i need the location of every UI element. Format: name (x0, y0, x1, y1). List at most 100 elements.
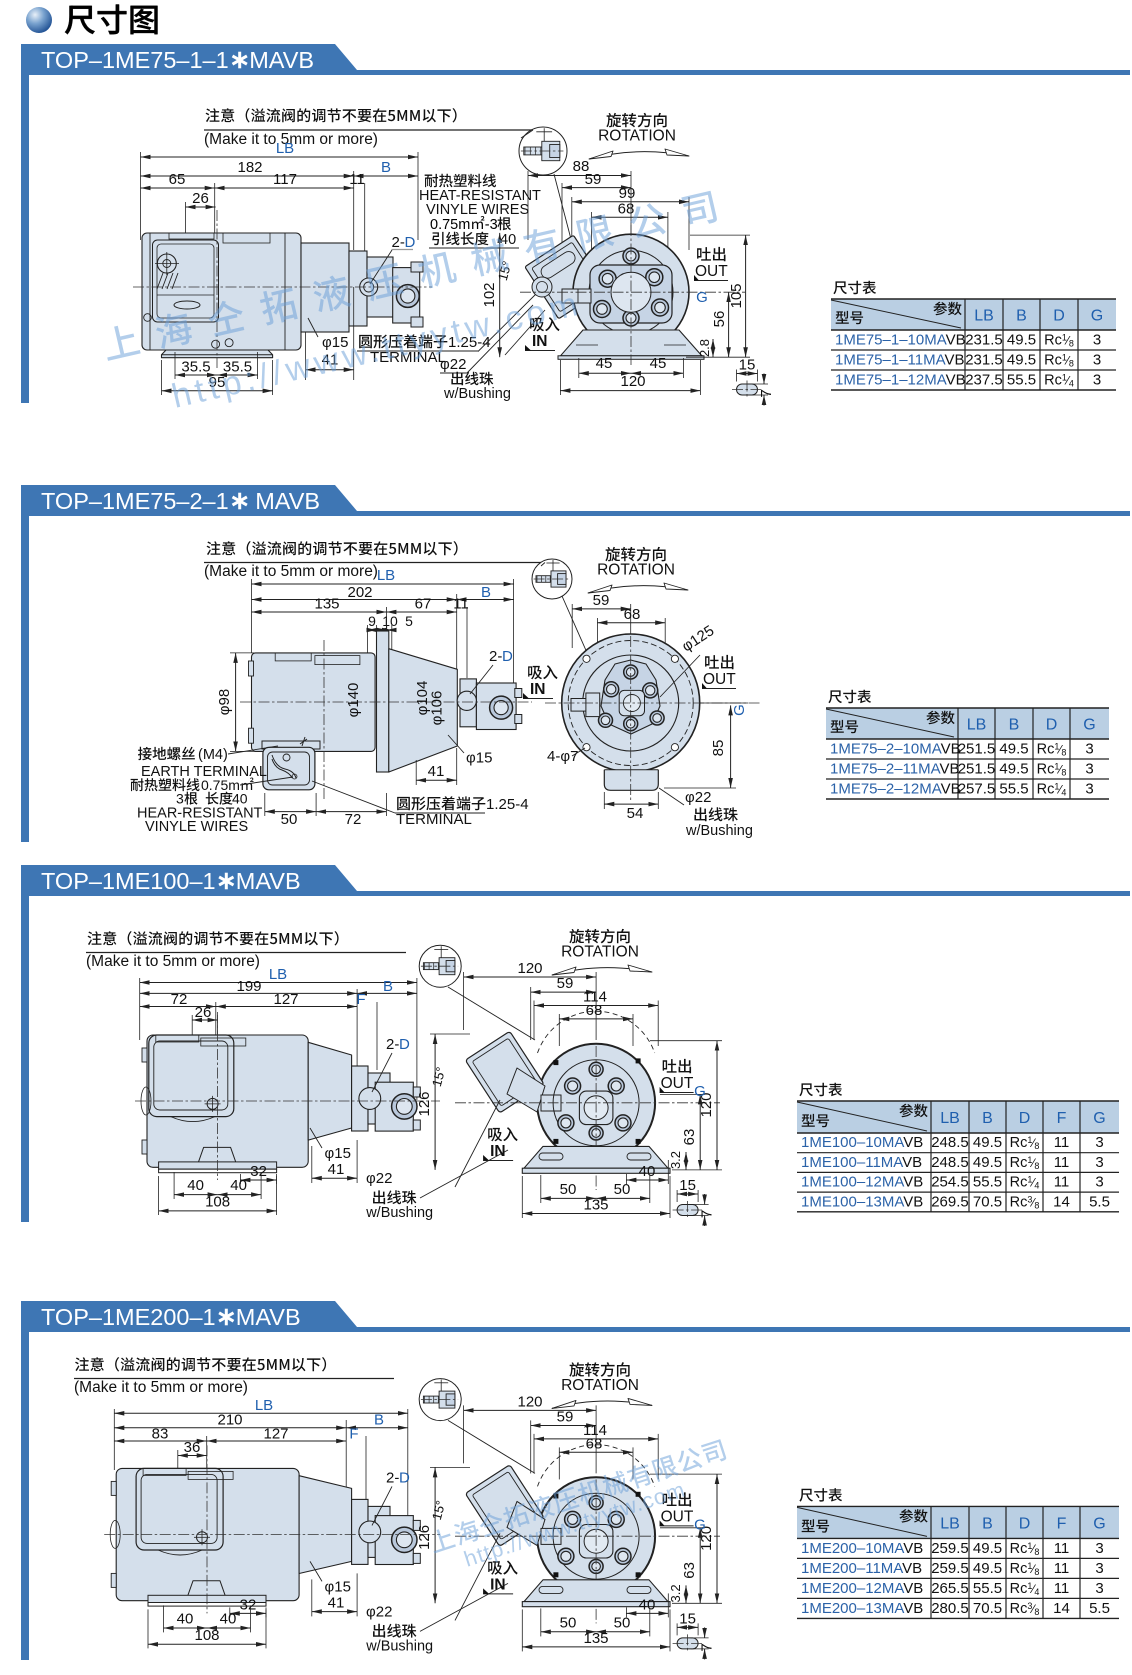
svg-text:D: D (1019, 1515, 1031, 1532)
svg-text:1ME200–12MAVB: 1ME200–12MAVB (801, 1580, 923, 1597)
svg-text:Rc1⁄8: Rc1⁄8 (1010, 1561, 1040, 1577)
svg-text:70.5: 70.5 (973, 1600, 1002, 1617)
svg-text:ROTATION: ROTATION (561, 944, 639, 961)
svg-text:Rc1⁄8: Rc1⁄8 (1037, 762, 1067, 778)
svg-text:HEAT-RESISTANT: HEAT-RESISTANT (419, 188, 541, 204)
svg-text:120: 120 (620, 373, 645, 390)
svg-text:41: 41 (328, 1161, 345, 1178)
svg-text:B: B (1016, 308, 1027, 325)
svg-text:11: 11 (1054, 1154, 1070, 1171)
svg-text:59: 59 (585, 171, 602, 188)
svg-text:231.5: 231.5 (965, 332, 1003, 349)
svg-text:108: 108 (194, 1627, 219, 1644)
svg-text:68: 68 (586, 1002, 603, 1019)
svg-text:11: 11 (1054, 1134, 1070, 1151)
svg-text:2-: 2- (386, 1036, 399, 1053)
svg-text:11: 11 (453, 596, 469, 613)
svg-text:D: D (1046, 717, 1058, 734)
svg-text:EARTH TERMINAL: EARTH TERMINAL (141, 764, 267, 780)
svg-text:1ME200–10MAVB: 1ME200–10MAVB (801, 1540, 923, 1557)
svg-text:LB: LB (967, 717, 987, 734)
svg-text:95: 95 (209, 374, 226, 391)
svg-text:Rc1⁄8: Rc1⁄8 (1037, 742, 1067, 758)
svg-text:G: G (1083, 717, 1095, 734)
svg-text:59: 59 (557, 975, 574, 992)
svg-text:11: 11 (1054, 1560, 1070, 1577)
svg-text:φ104: φ104 (414, 681, 431, 716)
svg-text:LB: LB (940, 1515, 960, 1532)
svg-text:102: 102 (481, 282, 498, 307)
svg-text:w/Bushing: w/Bushing (685, 823, 753, 839)
svg-text:w/Bushing: w/Bushing (365, 1638, 433, 1654)
svg-text:49.5: 49.5 (973, 1560, 1002, 1577)
svg-text:TERMINAL: TERMINAL (396, 811, 472, 828)
svg-text:B: B (381, 159, 391, 176)
svg-text:35.5: 35.5 (181, 359, 210, 376)
svg-text:B: B (982, 1515, 993, 1532)
svg-text:MAVB: MAVB (249, 47, 314, 73)
svg-text:1ME100–12MAVB: 1ME100–12MAVB (801, 1174, 923, 1191)
svg-text:φ140: φ140 (345, 683, 362, 718)
svg-text:40: 40 (500, 232, 516, 248)
svg-text:φ22: φ22 (685, 789, 711, 806)
svg-text:15°: 15° (429, 1499, 449, 1522)
svg-text:0.75m㎡: 0.75m㎡ (201, 777, 254, 793)
svg-text:Rc3⁄8: Rc3⁄8 (1010, 1601, 1040, 1617)
svg-text:(Make it to 5mm or more): (Make it to 5mm or more) (204, 563, 378, 580)
svg-text:0.75m㎡-3: 0.75m㎡-3 (430, 216, 498, 233)
svg-text:49.5: 49.5 (999, 741, 1028, 758)
svg-text:55.5: 55.5 (1007, 372, 1036, 389)
svg-text:114: 114 (583, 1422, 607, 1439)
svg-text:1ME200–11MAVB: 1ME200–11MAVB (801, 1560, 922, 1577)
svg-text:108: 108 (205, 1194, 230, 1211)
svg-text:35.5: 35.5 (223, 359, 252, 376)
svg-text:w/Bushing: w/Bushing (443, 386, 511, 402)
svg-text:3: 3 (1095, 1580, 1103, 1597)
svg-text:B: B (374, 1412, 384, 1429)
svg-text:1ME75–2–12MAVB: 1ME75–2–12MAVB (830, 781, 961, 798)
svg-text:45: 45 (650, 355, 667, 372)
svg-text:TOP–1ME75–2–1: TOP–1ME75–2–1 (41, 488, 229, 514)
svg-text:LB: LB (255, 1397, 273, 1414)
svg-text:φ15: φ15 (325, 1578, 351, 1595)
svg-text:B: B (383, 978, 393, 995)
svg-text:63: 63 (681, 1129, 698, 1146)
svg-text:55.5: 55.5 (973, 1580, 1002, 1597)
svg-text:D: D (405, 234, 416, 251)
svg-text:120: 120 (517, 960, 542, 977)
svg-text:F: F (1057, 1515, 1067, 1532)
svg-text:88: 88 (573, 158, 590, 175)
svg-text:1ME75–2–10MAVB: 1ME75–2–10MAVB (830, 741, 961, 758)
svg-text:ROTATION: ROTATION (597, 562, 675, 579)
svg-text:φ106: φ106 (429, 691, 446, 726)
svg-text:85: 85 (710, 740, 727, 757)
svg-text:50: 50 (560, 1614, 577, 1631)
svg-text:3.2: 3.2 (668, 1151, 683, 1169)
svg-text:(Make it to 5mm or more): (Make it to 5mm or more) (86, 953, 260, 970)
svg-text:D: D (502, 648, 513, 665)
svg-text:OUT: OUT (695, 263, 728, 280)
svg-text:3: 3 (1095, 1174, 1103, 1191)
svg-text:LB: LB (974, 308, 994, 325)
svg-text:59: 59 (557, 1408, 574, 1425)
svg-text:259.5: 259.5 (931, 1560, 969, 1577)
svg-text:LB: LB (940, 1110, 960, 1127)
svg-text:127: 127 (273, 991, 298, 1008)
svg-text:3.2: 3.2 (668, 1584, 683, 1602)
svg-text:11: 11 (1054, 1540, 1070, 1557)
svg-text:5.5: 5.5 (1089, 1193, 1110, 1210)
svg-text:Rc1⁄4: Rc1⁄4 (1044, 373, 1074, 389)
svg-text:55.5: 55.5 (973, 1174, 1002, 1191)
svg-text:254.5: 254.5 (931, 1174, 969, 1191)
svg-text:TOP–1ME200–1: TOP–1ME200–1 (41, 1304, 216, 1330)
svg-text:49.5: 49.5 (999, 761, 1028, 778)
svg-text:2-: 2- (489, 648, 502, 665)
svg-text:D: D (1053, 308, 1065, 325)
svg-text:3: 3 (176, 791, 184, 807)
svg-text:Rc1⁄8: Rc1⁄8 (1010, 1155, 1040, 1171)
svg-text:40: 40 (177, 1610, 194, 1627)
svg-text:3: 3 (1085, 781, 1093, 798)
svg-text:15: 15 (679, 1610, 696, 1627)
svg-text:φ15: φ15 (322, 334, 348, 351)
svg-text:ROTATION: ROTATION (561, 1377, 639, 1394)
